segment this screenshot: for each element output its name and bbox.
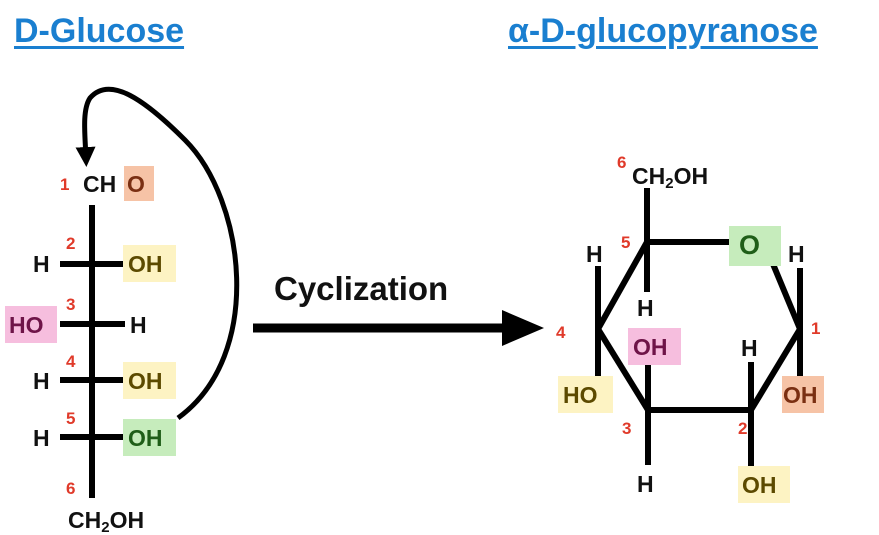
ring-c4-oh: OH: [633, 334, 668, 360]
highlight-c2-oh: [123, 245, 176, 282]
fischer-c5-oh: OH: [128, 425, 163, 451]
fischer-num-4: 4: [66, 352, 76, 371]
fischer-c2-oh: OH: [128, 251, 163, 277]
fischer-c1-ch: CH: [83, 171, 116, 197]
cyclization-curved-arrow: [75, 86, 240, 421]
ring-bond-c1-c2: [748, 327, 803, 412]
highlight-ring-o: [729, 226, 781, 266]
ring-c2-oh: OH: [742, 472, 777, 498]
fischer-num-1: 1: [60, 175, 69, 194]
ring-oxygen: O: [739, 230, 760, 260]
highlight-ring-c1-oh: [782, 376, 824, 413]
ring-c4-h-top: H: [586, 241, 603, 267]
fischer-c3-h: H: [130, 312, 147, 338]
ring-num-5: 5: [621, 233, 630, 252]
fischer-c4-oh: OH: [128, 368, 163, 394]
fischer-num-6: 6: [66, 479, 75, 498]
ring-num-2: 2: [738, 419, 747, 438]
reaction-arrow: [253, 310, 544, 346]
cyclization-label: Cyclization: [274, 270, 449, 307]
ring-num-6: 6: [617, 153, 626, 172]
ring-c6-ch2oh: CH2OH: [632, 163, 708, 192]
highlight-c5-oh: [123, 419, 176, 456]
d-glucose-title: D-Glucose: [14, 12, 185, 50]
fischer-c1-o: O: [127, 171, 145, 197]
fischer-c2-h: H: [33, 251, 50, 277]
ring-num-3: 3: [622, 419, 631, 438]
ring-num-4: 4: [556, 323, 566, 342]
ring-c3-h: H: [637, 471, 654, 497]
ring-c4-ho: HO: [563, 382, 598, 408]
ring-c1-oh: OH: [783, 382, 818, 408]
ring-num-1: 1: [811, 319, 820, 338]
ring-bond-c4-c5: [595, 240, 650, 331]
highlight-ring-c4-ho: [558, 376, 613, 413]
highlight-c1-oxygen: [124, 166, 154, 201]
ring-c1-h-top: H: [788, 241, 805, 267]
highlight-ring-c4-oh: [628, 328, 681, 365]
reaction-arrow-head: [502, 310, 544, 346]
highlight-ring-c2-oh: [738, 466, 790, 503]
fischer-c6-ch2oh: CH2OH: [68, 507, 144, 535]
fischer-num-3: 3: [66, 295, 75, 314]
pyranose-ring: 6 5 4 1 3 2 CH2OH O H H H H OH HO OH H O…: [556, 153, 824, 503]
ring-bond-c3-c4: [595, 327, 651, 412]
fischer-c4-h: H: [33, 368, 50, 394]
fischer-num-2: 2: [66, 234, 75, 253]
ring-c2-h: H: [741, 335, 758, 361]
ring-c5-h: H: [637, 295, 654, 321]
glucopyranose-title: α-D-glucopyranose: [508, 12, 818, 50]
fischer-c3-ho: HO: [9, 312, 44, 338]
fischer-projection: 1 2 3 4 5 6 CH O H OH HO H H OH H OH CH2…: [5, 86, 240, 535]
fischer-c5-h: H: [33, 425, 50, 451]
fischer-num-5: 5: [66, 409, 75, 428]
highlight-c3-ho: [5, 306, 57, 343]
highlight-c4-oh: [123, 362, 176, 399]
